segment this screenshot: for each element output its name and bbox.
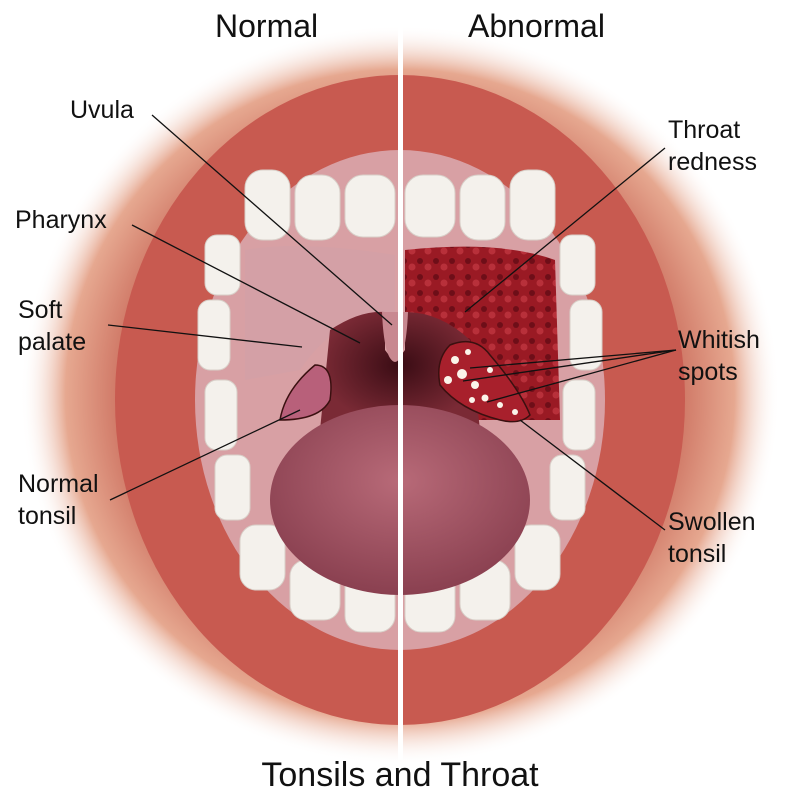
label-throat-redness-line1: Throat — [668, 116, 741, 144]
header-normal: Normal — [215, 8, 319, 44]
whitish-spots — [444, 349, 518, 415]
label-whitish-spots-line1: Whitish — [678, 326, 760, 354]
label-soft-palate-line2: palate — [18, 328, 87, 356]
normal-tonsil — [279, 364, 332, 421]
label-throat-redness-line2: redness — [668, 148, 757, 176]
divider — [398, 0, 403, 760]
label-soft-palate-line1: Soft — [18, 296, 63, 324]
label-normal-tonsil-line2: tonsil — [18, 502, 77, 530]
header-abnormal: Abnormal — [468, 8, 605, 44]
diagram-title: Tonsils and Throat — [261, 756, 539, 794]
leader-lines — [107, 114, 677, 531]
label-whitish-spots-line2: spots — [678, 358, 738, 386]
upper-teeth — [197, 169, 603, 371]
label-swollen-tonsil-line2: tonsil — [668, 540, 727, 568]
label-swollen-tonsil-line1: Swollen — [668, 508, 756, 536]
label-pharynx: Pharynx — [15, 206, 107, 234]
label-uvula: Uvula — [70, 96, 134, 124]
label-normal-tonsil-line1: Normal — [18, 470, 99, 498]
swollen-tonsil — [438, 340, 531, 423]
soft-palate-normal — [245, 246, 395, 380]
